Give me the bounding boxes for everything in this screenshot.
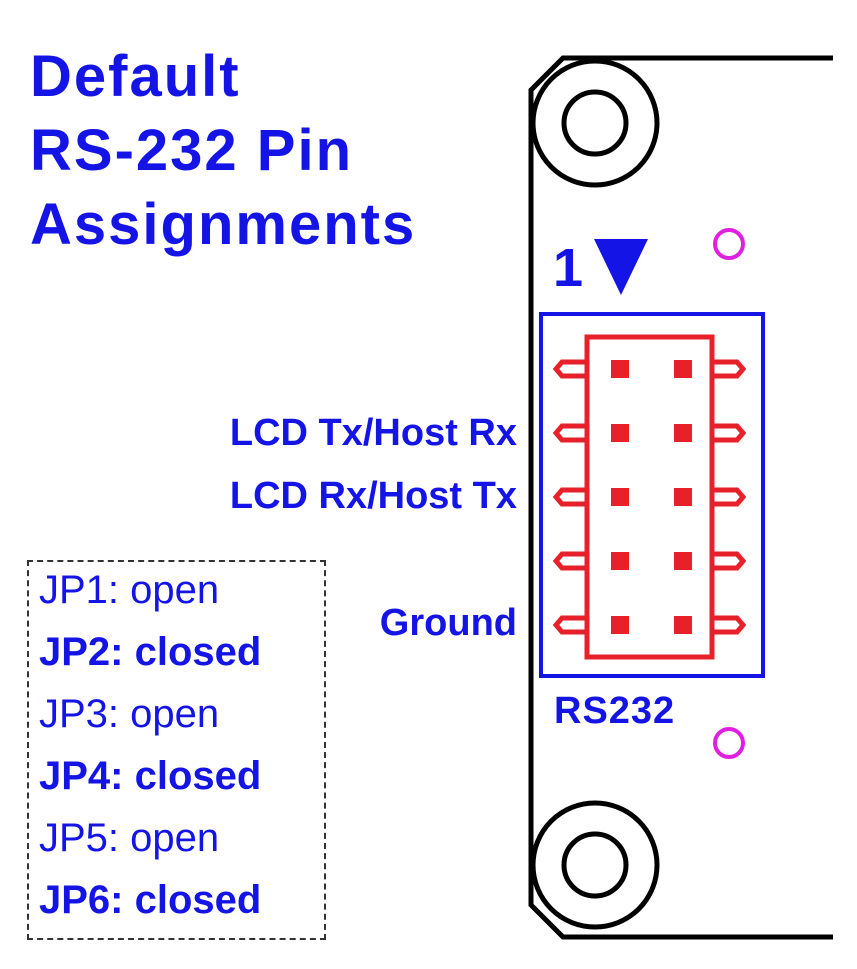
title-line-3: Assignments bbox=[30, 192, 417, 257]
pin-lead-left bbox=[552, 615, 587, 635]
jumper-jp2: JP2: closed bbox=[39, 630, 262, 674]
pin1-triangle-icon bbox=[594, 239, 648, 295]
via-bottom bbox=[713, 727, 745, 759]
jumper-jp4: JP4: closed bbox=[39, 754, 262, 798]
connector-label: RS232 bbox=[554, 690, 676, 732]
mounting-hole-bottom-inner bbox=[561, 831, 629, 899]
header-pin bbox=[674, 424, 692, 442]
header-pin bbox=[611, 424, 629, 442]
title-line-1: Default bbox=[30, 44, 241, 109]
pin-lead-right bbox=[712, 487, 747, 507]
header-pin bbox=[674, 488, 692, 506]
pin-lead-right bbox=[712, 359, 747, 379]
header-pin bbox=[674, 552, 692, 570]
pin-lead-left bbox=[552, 487, 587, 507]
board-outline bbox=[528, 55, 833, 940]
jumper-jp5: JP5: open bbox=[39, 816, 220, 860]
pin-label-lcd-rx: LCD Rx/Host Tx bbox=[229, 475, 517, 517]
jumper-jp1: JP1: open bbox=[39, 568, 220, 612]
header-pins bbox=[552, 359, 747, 635]
diagram-title: Default RS-232 Pin Assignments bbox=[30, 40, 416, 262]
jumper-jp3: JP3: open bbox=[39, 692, 220, 736]
pin-lead-left bbox=[552, 423, 587, 443]
via-top bbox=[713, 228, 745, 260]
pin-lead-left bbox=[552, 359, 587, 379]
jumper-settings-box: JP1: open JP2: closed JP3: open JP4: clo… bbox=[27, 560, 326, 940]
header-pin bbox=[611, 488, 629, 506]
jumper-jp6: JP6: closed bbox=[39, 878, 262, 922]
title-line-2: RS-232 Pin bbox=[30, 118, 353, 183]
header-body bbox=[584, 334, 715, 660]
mounting-hole-top-inner bbox=[561, 89, 629, 157]
header-pin bbox=[674, 360, 692, 378]
header-pin bbox=[611, 616, 629, 634]
header-pin bbox=[674, 616, 692, 634]
pin-label-ground: Ground bbox=[379, 602, 517, 644]
mounting-hole-bottom bbox=[530, 800, 660, 930]
pin-lead-left bbox=[552, 551, 587, 571]
pin1-label: 1 bbox=[553, 238, 584, 298]
header-pin bbox=[611, 552, 629, 570]
pin-label-lcd-tx: LCD Tx/Host Rx bbox=[229, 412, 517, 454]
pin-lead-right bbox=[712, 551, 747, 571]
pin-lead-right bbox=[712, 423, 747, 443]
mounting-hole-top bbox=[530, 58, 660, 188]
header-pin bbox=[611, 360, 629, 378]
connector-outline bbox=[539, 312, 765, 678]
pin-lead-right bbox=[712, 615, 747, 635]
